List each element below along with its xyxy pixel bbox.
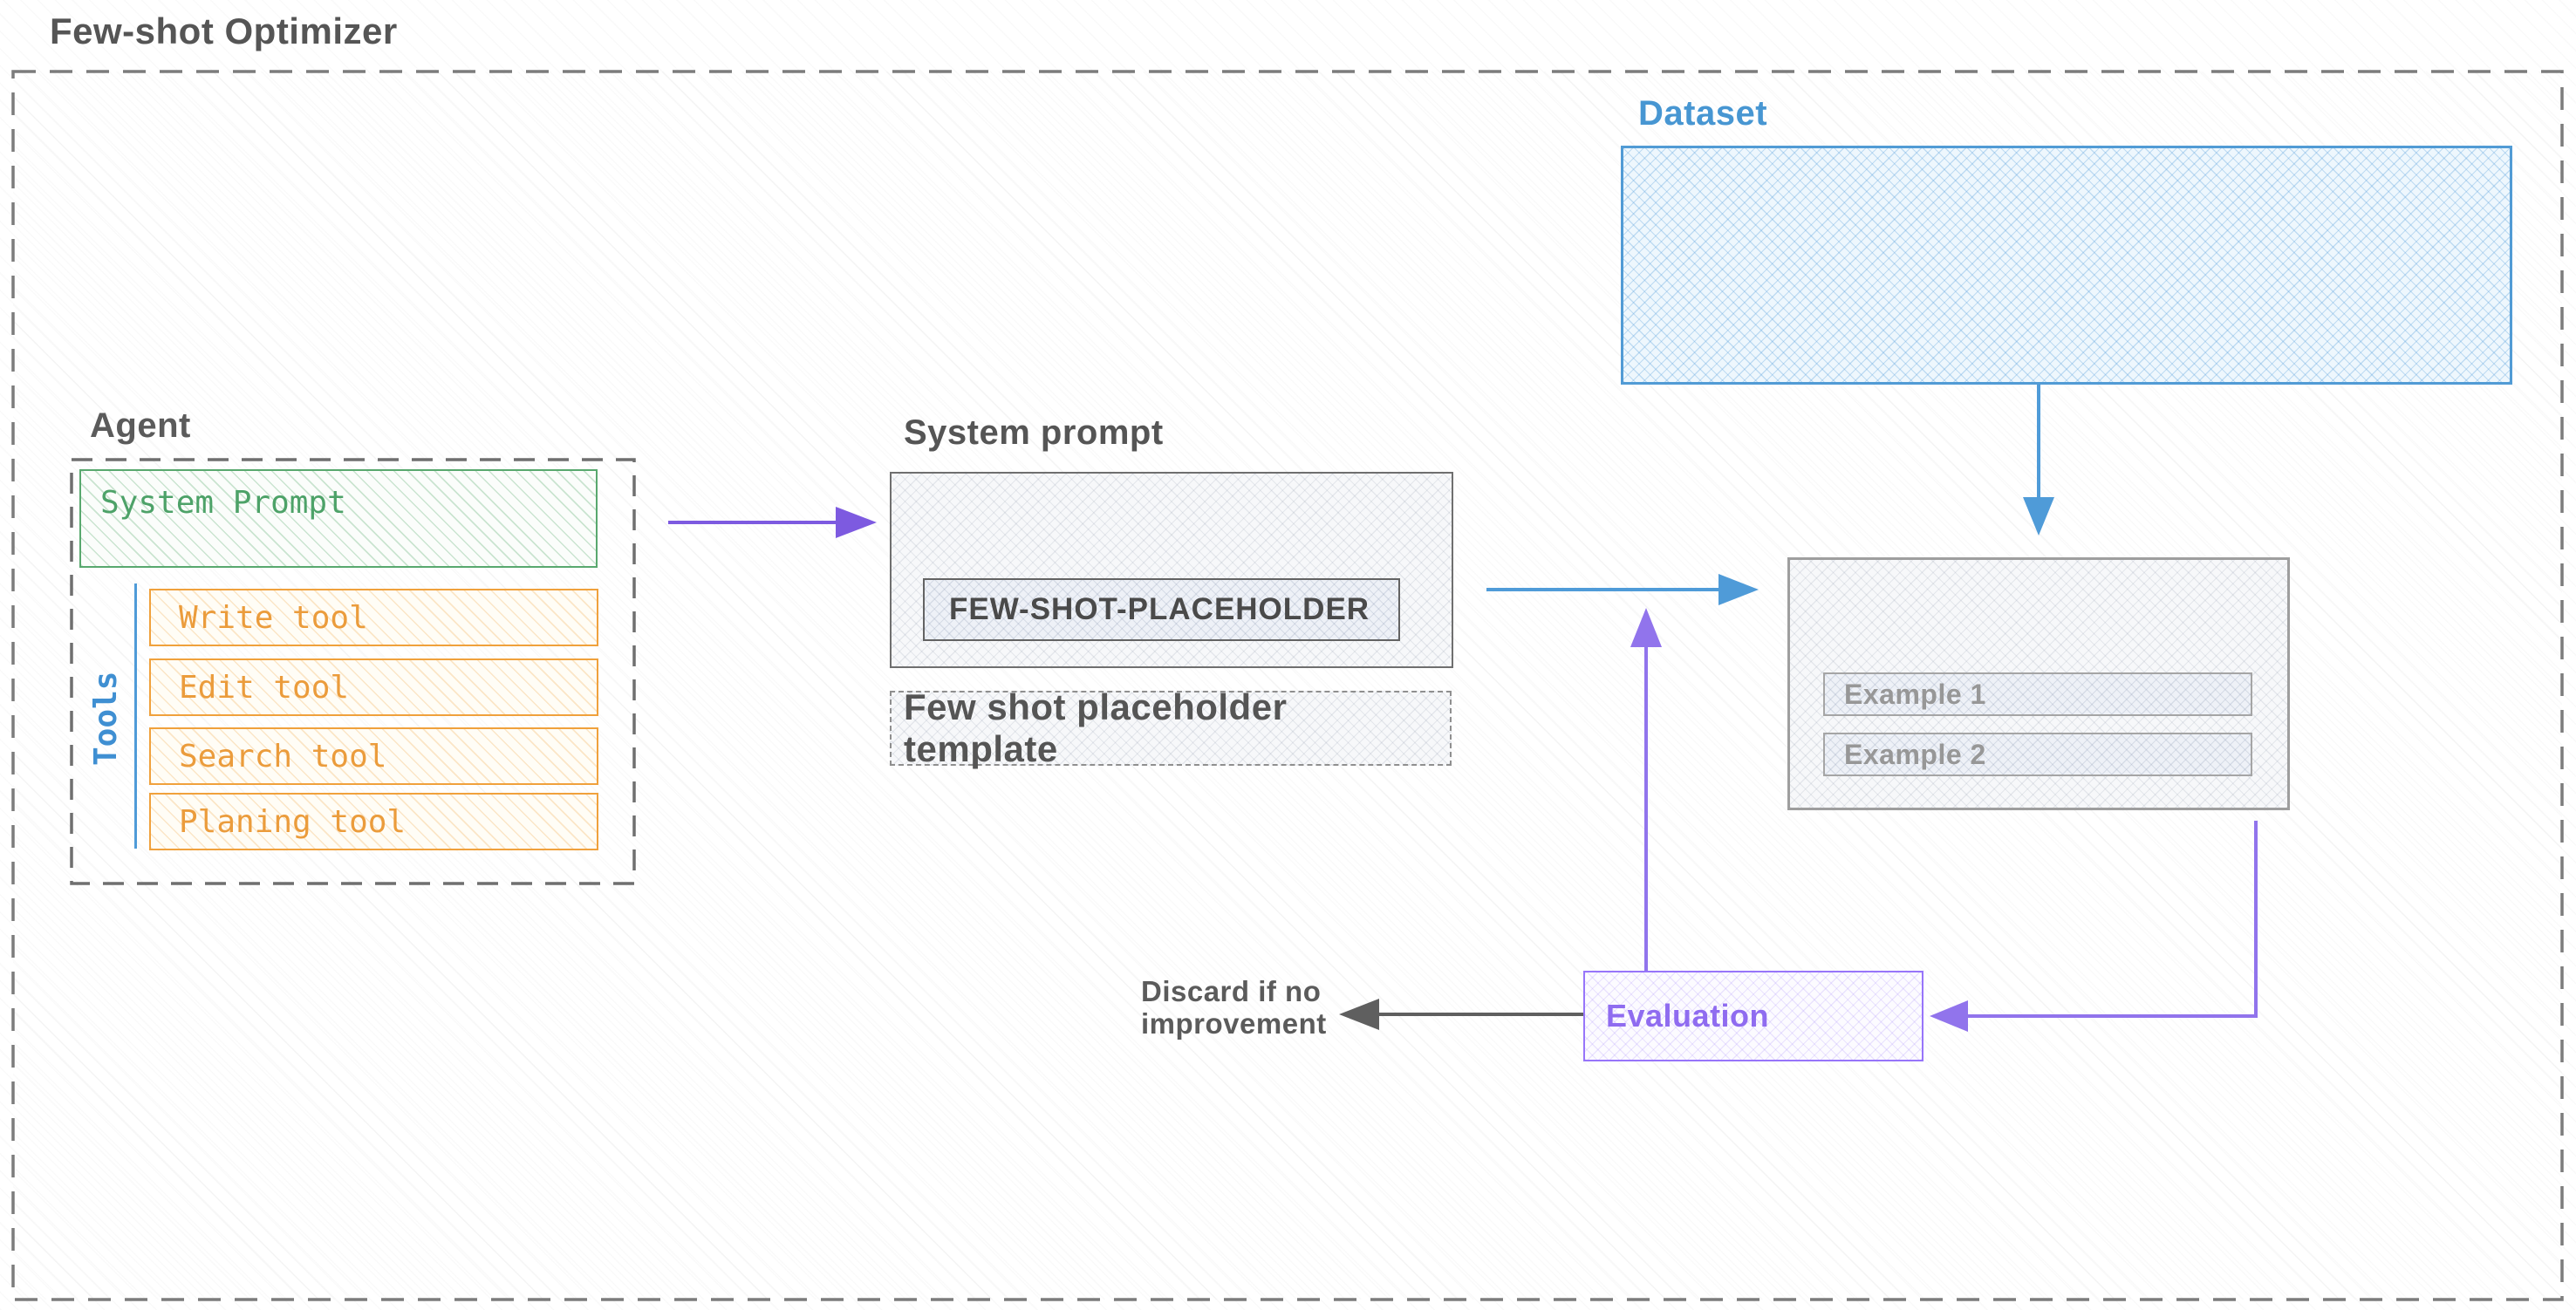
example-row-2: Example 2 bbox=[1823, 733, 2252, 776]
discard-note: Discard if no improvement bbox=[1141, 975, 1327, 1040]
agent-system-prompt-box: System Prompt bbox=[79, 469, 598, 568]
system-prompt-label: System prompt bbox=[904, 413, 1164, 452]
tool-box-planing: Planing tool bbox=[149, 793, 598, 850]
tools-bracket-line bbox=[134, 583, 137, 849]
diagram-title: Few-shot Optimizer bbox=[50, 10, 398, 51]
evaluation-box: Evaluation bbox=[1583, 971, 1923, 1061]
tool-box-edit: Edit tool bbox=[149, 658, 598, 716]
dataset-box bbox=[1621, 146, 2512, 385]
agent-label: Agent bbox=[90, 406, 191, 445]
example-row-1: Example 1 bbox=[1823, 672, 2252, 716]
tool-box-write: Write tool bbox=[149, 589, 598, 646]
few-shot-template-caption-box: Few shot placeholder template bbox=[890, 686, 1452, 769]
tool-box-search: Search tool bbox=[149, 727, 598, 785]
discard-note-line2: improvement bbox=[1141, 1007, 1327, 1040]
dataset-label: Dataset bbox=[1638, 94, 1768, 133]
tools-label: Tools bbox=[88, 671, 124, 766]
few-shot-placeholder-box: FEW-SHOT-PLACEHOLDER bbox=[923, 578, 1400, 641]
discard-note-line1: Discard if no bbox=[1141, 975, 1322, 1007]
